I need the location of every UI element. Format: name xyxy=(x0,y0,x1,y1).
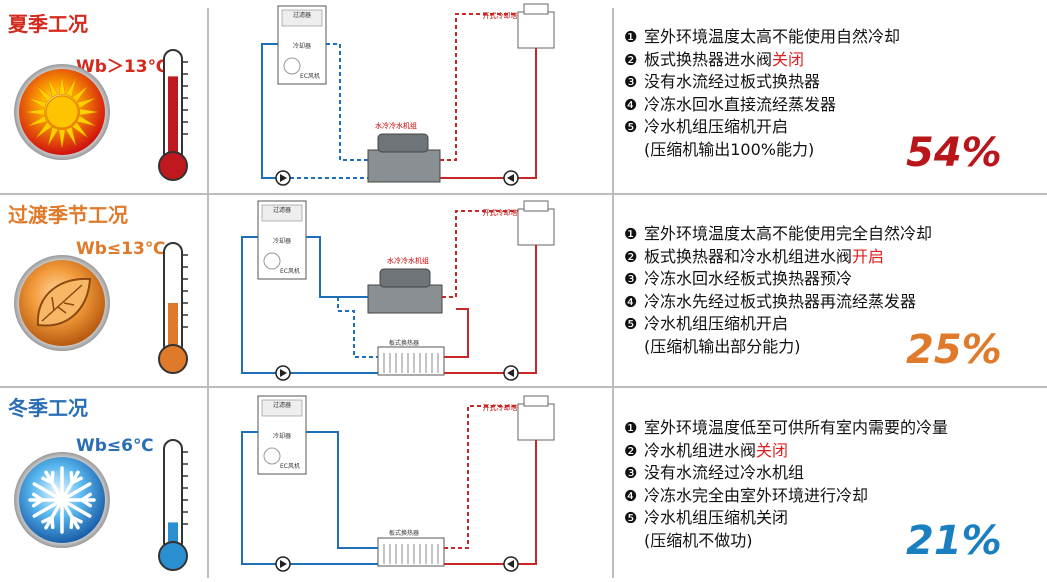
season-title: 冬季工况 xyxy=(8,396,88,420)
step-item: ❸ 没有水流经过冷水机组 xyxy=(624,462,948,485)
season-title: 夏季工况 xyxy=(8,12,88,36)
step-item: ❹ 冷冻水完全由室外环境进行冷却 xyxy=(624,485,948,508)
step-item: ❺ 冷水机组压缩机开启 xyxy=(624,116,900,139)
svg-text:冷却器: 冷却器 xyxy=(273,237,291,245)
step-list: ❶ 室外环境温度太高不能使用完全自然冷却 ❷ 板式换热器和冷水机组进水阀开启 ❸ 冷冻水回… xyxy=(624,223,932,358)
step-item: ❶ 室外环境温度低至可供所有室内需要的冷量 xyxy=(624,417,948,440)
step-text: 室外环境温度低至可供所有室内需要的冷量 xyxy=(644,418,949,437)
step-item: ❷ 板式换热器和冷水机组进水阀开启 xyxy=(624,246,932,269)
svg-text:EC风机: EC风机 xyxy=(280,462,300,470)
step-text: 没有水流经过板式换热器 xyxy=(644,72,821,91)
energy-percent: 54% xyxy=(906,130,1002,176)
svg-text:水冷冷水机组: 水冷冷水机组 xyxy=(375,121,417,130)
thermometer-icon xyxy=(158,49,188,181)
step-number: ❸ xyxy=(624,73,638,91)
system-diagram: 过滤器 冷却器 EC风机 开式冷却塔 水冷冷水机组 板式换热器 xyxy=(241,200,555,381)
step-number: ❶ xyxy=(624,225,638,243)
sun-icon xyxy=(14,64,110,160)
step-number: ❸ xyxy=(624,464,638,482)
svg-text:过滤器: 过滤器 xyxy=(273,206,291,214)
svg-text:开式冷却塔: 开式冷却塔 xyxy=(483,11,518,20)
step-item: (压缩机输出100%能力) xyxy=(624,139,900,162)
step-number: ❺ xyxy=(624,509,638,527)
step-number: ❶ xyxy=(624,419,638,437)
column-divider-1 xyxy=(207,8,209,578)
step-text: (压缩机输出100%能力) xyxy=(644,139,815,159)
svg-text:冷却器: 冷却器 xyxy=(273,432,291,440)
step-number: ❷ xyxy=(624,50,638,69)
step-number: ❶ xyxy=(624,28,638,46)
thermometer-icon xyxy=(158,439,188,571)
step-item: (压缩机不做功) xyxy=(624,530,948,553)
svg-text:板式换热器: 板式换热器 xyxy=(389,529,419,537)
leaf-icon xyxy=(14,255,110,351)
step-number: ❺ xyxy=(624,315,638,333)
step-text: 板式换热器进水阀 xyxy=(644,49,773,69)
step-item: ❷ 冷水机组进水阀关闭 xyxy=(624,440,948,463)
step-text: 室外环境温度太高不能使用自然冷却 xyxy=(644,27,901,46)
step-highlight-text: 关闭 xyxy=(772,49,805,69)
step-item: ❺ 冷水机组压缩机关闭 xyxy=(624,507,948,530)
column-divider-2 xyxy=(612,8,614,578)
step-text: 没有水流经过冷水机组 xyxy=(644,463,805,482)
system-diagram: 过滤器 冷却器 EC风机 开式冷却塔 板式换热器 xyxy=(241,395,555,572)
step-text: (压缩机不做功) xyxy=(644,530,753,550)
step-number: ❸ xyxy=(624,270,638,288)
step-text: 室外环境温度太高不能使用完全自然冷却 xyxy=(644,224,933,243)
step-item: ❶ 室外环境温度太高不能使用自然冷却 xyxy=(624,26,900,49)
svg-text:开式冷却塔: 开式冷却塔 xyxy=(483,208,518,217)
step-list: ❶ 室外环境温度低至可供所有室内需要的冷量 ❷ 冷水机组进水阀关闭 ❸ 没有水流经过冷水机… xyxy=(624,417,948,552)
step-text: 冷水机组压缩机开启 xyxy=(644,117,789,136)
step-text: (压缩机输出部分能力) xyxy=(644,336,801,356)
wet-bulb-label: Wb≤13℃ xyxy=(76,239,166,259)
step-text: 冷水机组压缩机关闭 xyxy=(644,508,789,527)
step-number: ❺ xyxy=(624,118,638,136)
season-title: 过渡季节工况 xyxy=(8,203,128,227)
panel-winter: 冬季工况 Wb≤6℃ 过滤器 冷却器 EC风机 开式冷却塔 板式换热器 xyxy=(0,386,1047,581)
step-number: ❹ xyxy=(624,95,638,114)
step-list: ❶ 室外环境温度太高不能使用自然冷却 ❷ 板式换热器进水阀关闭 ❸ 没有水流经过板式换热器… xyxy=(624,26,900,161)
svg-text:开式冷却塔: 开式冷却塔 xyxy=(483,403,518,412)
step-text: 板式换热器和冷水机组进水阀 xyxy=(644,246,853,266)
wet-bulb-label: Wb≤6℃ xyxy=(76,436,154,456)
panel-transition: 过渡季节工况 Wb≤13℃ 过滤器 冷却器 EC风机 开式冷却塔 水冷冷水机组 … xyxy=(0,193,1047,386)
svg-text:过滤器: 过滤器 xyxy=(273,401,291,409)
svg-text:过滤器: 过滤器 xyxy=(293,11,311,19)
step-item: ❹ 冷冻水先经过板式换热器再流经蒸发器 xyxy=(624,291,932,314)
step-item: (压缩机输出部分能力) xyxy=(624,336,932,359)
step-text: 冷冻水先经过板式换热器再流经蒸发器 xyxy=(644,291,917,311)
svg-text:冷却器: 冷却器 xyxy=(293,42,311,50)
step-text: 冷冻水回水经板式换热器预冷 xyxy=(644,269,853,288)
step-number: ❷ xyxy=(624,247,638,266)
wet-bulb-label: Wb＞13℃ xyxy=(76,57,169,77)
svg-text:EC风机: EC风机 xyxy=(280,267,300,275)
svg-text:水冷冷水机组: 水冷冷水机组 xyxy=(387,256,429,265)
step-item: ❶ 室外环境温度太高不能使用完全自然冷却 xyxy=(624,223,932,246)
panel-summer: 夏季工况 Wb＞13℃ 过滤器 冷却器 EC风机 开式冷却塔 水冷冷水机组 xyxy=(0,0,1047,193)
system-diagram: 过滤器 冷却器 EC风机 开式冷却塔 水冷冷水机组 xyxy=(261,3,555,186)
step-item: ❸ 冷冻水回水经板式换热器预冷 xyxy=(624,268,932,291)
thermometer-icon xyxy=(158,242,188,374)
row-divider-2 xyxy=(0,386,1047,388)
step-item: ❸ 没有水流经过板式换热器 xyxy=(624,71,900,94)
energy-percent: 21% xyxy=(906,518,1002,564)
snowflake-icon xyxy=(14,452,110,548)
step-item: ❷ 板式换热器进水阀关闭 xyxy=(624,49,900,72)
row-divider-1 xyxy=(0,193,1047,195)
step-text: 冷冻水回水直接流经蒸发器 xyxy=(644,94,837,114)
step-item: ❹ 冷冻水回水直接流经蒸发器 xyxy=(624,94,900,117)
step-text: 冷水机组压缩机开启 xyxy=(644,314,789,333)
step-highlight-text: 关闭 xyxy=(756,440,789,460)
step-item: ❺ 冷水机组压缩机开启 xyxy=(624,313,932,336)
step-highlight-text: 开启 xyxy=(852,246,885,266)
step-text: 冷冻水完全由室外环境进行冷却 xyxy=(644,485,869,505)
step-number: ❷ xyxy=(624,441,638,460)
energy-percent: 25% xyxy=(906,327,1002,373)
step-number: ❹ xyxy=(624,292,638,311)
svg-text:EC风机: EC风机 xyxy=(300,72,320,80)
step-number: ❹ xyxy=(624,486,638,505)
step-text: 冷水机组进水阀 xyxy=(644,440,757,460)
svg-text:板式换热器: 板式换热器 xyxy=(389,339,419,347)
